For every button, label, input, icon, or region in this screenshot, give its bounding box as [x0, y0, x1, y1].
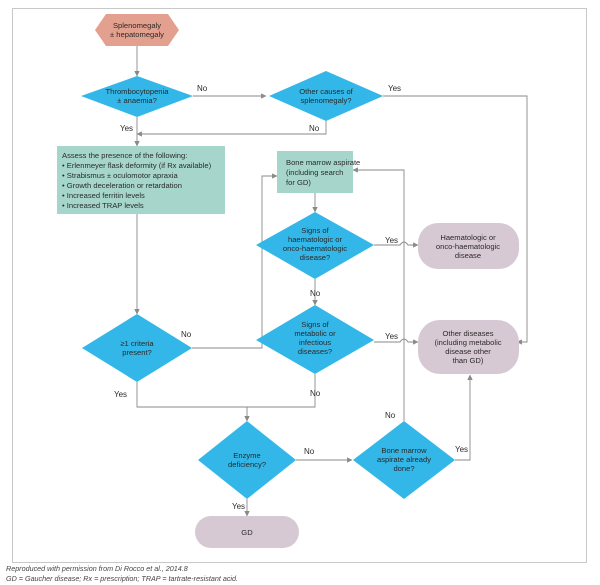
label-thrombo-yes: Yes — [120, 124, 133, 133]
start-text-2: ± hepatomegaly — [110, 30, 164, 39]
assess-text-2: • Erlenmeyer flask deformity (if Rx avai… — [62, 161, 212, 170]
edge-labels: No Yes Yes No Yes No No Yes Yes No No Ye… — [114, 84, 468, 511]
edge-bmadone-otherdiseases — [455, 374, 473, 461]
thrombo-text-1: Thrombocytopenia — [106, 87, 170, 96]
label-bmadone-no: No — [385, 411, 396, 420]
label-metab-no: No — [310, 389, 321, 398]
connectors — [134, 46, 528, 517]
metab-text-1: Signs of — [301, 320, 329, 329]
criteria-text-1: ≥1 criteria — [120, 339, 154, 348]
start-node: Splenomegaly ± hepatomegaly — [95, 14, 179, 46]
terminal-other-diseases: Other diseases (including metabolic dise… — [418, 320, 519, 374]
haem-text-1: Signs of — [301, 226, 329, 235]
edge-bmadone-bma — [352, 167, 405, 421]
bmadone-text-3: done? — [393, 464, 414, 473]
footnote-source: Reproduced with permission from Di Rocco… — [6, 564, 188, 573]
metab-text-3: infectious — [299, 338, 331, 347]
decision-signs-metabolic: Signs of metabolic or infectious disease… — [256, 305, 374, 374]
label-criteria-yes: Yes — [114, 390, 127, 399]
metab-text-4: diseases? — [298, 347, 332, 356]
label-other-yes: Yes — [388, 84, 401, 93]
footnote-abbreviations: GD = Gaucher disease; Rx = prescription;… — [6, 574, 239, 583]
assess-text-1: Assess the presence of the following: — [62, 151, 187, 160]
edge-other-otherdiseases — [383, 95, 528, 345]
assess-text-4: • Growth deceleration or retardation — [62, 181, 182, 190]
decision-criteria: ≥1 criteria present? — [82, 314, 192, 382]
terminal-gd: GD — [195, 516, 299, 548]
label-criteria-no: No — [181, 330, 192, 339]
decision-enzyme-deficiency: Enzyme deficiency? — [198, 421, 296, 499]
start-text-1: Splenomegaly — [113, 21, 161, 30]
label-thrombo-no: No — [197, 84, 208, 93]
edge-criteria-bma — [192, 173, 278, 349]
label-haem-yes: Yes — [385, 236, 398, 245]
bmadone-text-2: aspirate already — [377, 455, 431, 464]
decision-thrombocytopenia: Thrombocytopenia ± anaemia? — [81, 76, 193, 117]
assess-text-3: • Strabismus ± oculomotor apraxia — [62, 171, 178, 180]
assess-text-5: • Increased ferritin levels — [62, 191, 145, 200]
enzyme-text-2: deficiency? — [228, 460, 266, 469]
label-haem-no: No — [310, 289, 321, 298]
otherdis-text-2: (including metabolic — [434, 338, 501, 347]
gd-text: GD — [241, 528, 253, 537]
haemdis-text-2: onco-haematologic — [436, 242, 500, 251]
assess-text-6: • Increased TRAP levels — [62, 201, 144, 210]
label-enzyme-yes: Yes — [232, 502, 245, 511]
decision-signs-haematologic: Signs of haematologic or onco-haematolog… — [256, 212, 374, 279]
otherdis-text-3: disease other — [445, 347, 491, 356]
criteria-text-2: present? — [122, 348, 152, 357]
label-enzyme-no: No — [304, 447, 315, 456]
haemdis-text-1: Haematologic or — [440, 233, 496, 242]
process-assess: Assess the presence of the following: • … — [57, 146, 225, 214]
edge-criteria-yes — [136, 382, 247, 408]
edge-metab-no — [247, 374, 316, 408]
haem-text-4: disease? — [300, 253, 330, 262]
bmadone-text-1: Bone marrow — [381, 446, 427, 455]
figure-frame — [12, 8, 587, 563]
bma-text-3: for GD) — [286, 178, 311, 187]
metab-text-2: metabolic or — [294, 329, 336, 338]
otherdis-text-1: Other diseases — [442, 329, 493, 338]
thrombo-text-2: ± anaemia? — [117, 96, 157, 105]
process-bone-marrow-aspirate: Bone marrow aspirate (including search f… — [277, 151, 360, 193]
label-other-no: No — [309, 124, 320, 133]
edge-other-no-join — [136, 121, 327, 137]
bma-text-2: (including search — [286, 168, 343, 177]
haemdis-text-3: disease — [455, 251, 481, 260]
haem-text-2: haematologic or — [288, 235, 343, 244]
decision-bma-done: Bone marrow aspirate already done? — [353, 421, 455, 499]
otherdis-text-4: than GD) — [453, 356, 484, 365]
label-bmadone-yes: Yes — [455, 445, 468, 454]
enzyme-text-1: Enzyme — [233, 451, 260, 460]
haem-text-3: onco-haematologic — [283, 244, 347, 253]
terminal-haematologic-disease: Haematologic or onco-haematologic diseas… — [418, 223, 519, 269]
bma-text-1: Bone marrow aspirate — [286, 158, 360, 167]
decision-other-causes: Other causes of splenomegaly? — [269, 71, 383, 121]
other-text-1: Other causes of — [299, 87, 353, 96]
label-metab-yes: Yes — [385, 332, 398, 341]
other-text-2: splenomegaly? — [300, 96, 351, 105]
